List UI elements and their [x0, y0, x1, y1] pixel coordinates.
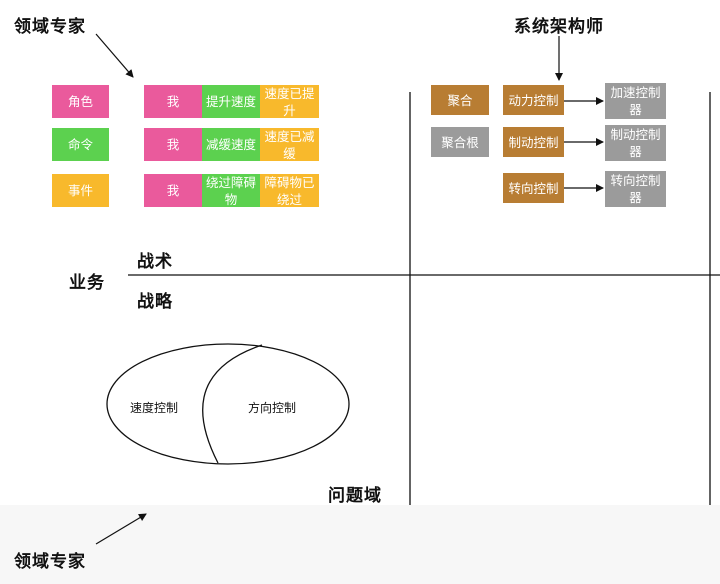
legend-event: 事件 — [52, 174, 109, 207]
aggregate-power-control-label: 动力控制 — [508, 92, 559, 108]
problem-domain-label: 问题域 — [328, 486, 382, 506]
domain-expert-bottom-label: 领域专家 — [14, 552, 86, 572]
domain-expert-top-label: 领域专家 — [14, 17, 86, 37]
aggregate-root-accel-controller-label: 加速控制器 — [610, 85, 661, 117]
event-row-3-event-label: 障碍物已绕过 — [264, 174, 315, 207]
event-row-1-actor: 我 — [144, 85, 202, 118]
aggregate-root-steering-controller-label: 转向控制器 — [610, 173, 661, 205]
subdomain-divider — [202, 344, 263, 464]
event-row-3-command: 绕过障碍物 — [202, 174, 260, 207]
event-row-2-command-label: 减缓速度 — [205, 137, 256, 152]
subdomain-direction-control: 方向控制 — [248, 401, 297, 415]
lower-background — [0, 505, 720, 584]
arrow-domain-expert-bottom — [95, 513, 147, 545]
aggregate-legend-label: 聚合 — [447, 92, 473, 108]
aggregate-steering-control: 转向控制 — [503, 173, 564, 203]
event-row-2-event: 速度已减缓 — [260, 128, 319, 161]
event-row-2-event-label: 速度已减缓 — [264, 128, 315, 161]
aggregate-legend: 聚合 — [431, 85, 489, 115]
business-label: 业务 — [69, 273, 105, 293]
event-row-1-actor-label: 我 — [166, 94, 180, 109]
event-row-1-event-label: 速度已提升 — [264, 85, 315, 118]
aggregate-root-accel-controller: 加速控制器 — [605, 83, 666, 119]
aggregate-root-brake-controller-label: 制动控制器 — [610, 127, 661, 159]
aggregate-steering-control-label: 转向控制 — [508, 180, 559, 196]
arrow-domain-expert-top — [95, 33, 134, 78]
event-row-3-event: 障碍物已绕过 — [260, 174, 319, 207]
legend-event-label: 事件 — [67, 183, 93, 198]
legend-command: 命令 — [52, 128, 109, 161]
aggregate-root-brake-controller: 制动控制器 — [605, 125, 666, 161]
event-row-1-command-label: 提升速度 — [205, 94, 256, 109]
aggregate-root-legend: 聚合根 — [431, 127, 489, 157]
event-row-3-command-label: 绕过障碍物 — [205, 174, 256, 207]
legend-role-label: 角色 — [67, 94, 93, 109]
event-row-2-actor: 我 — [144, 128, 202, 161]
legend-role: 角色 — [52, 85, 109, 118]
strategy-label: 战略 — [137, 292, 173, 312]
subdomain-ellipse — [106, 343, 350, 465]
aggregate-root-legend-label: 聚合根 — [441, 134, 479, 150]
event-row-1-event: 速度已提升 — [260, 85, 319, 118]
event-row-3-actor: 我 — [144, 174, 202, 207]
aggregate-brake-control-label: 制动控制 — [508, 134, 559, 150]
event-row-2-command: 减缓速度 — [202, 128, 260, 161]
aggregate-power-control: 动力控制 — [503, 85, 564, 115]
system-architect-label: 系统架构师 — [514, 17, 604, 37]
aggregate-brake-control: 制动控制 — [503, 127, 564, 157]
event-row-3-actor-label: 我 — [166, 183, 180, 198]
tactics-label: 战术 — [137, 252, 173, 272]
aggregate-root-steering-controller: 转向控制器 — [605, 171, 666, 207]
legend-command-label: 命令 — [67, 137, 93, 152]
subdomain-speed-control: 速度控制 — [130, 401, 179, 415]
event-row-1-command: 提升速度 — [202, 85, 260, 118]
event-row-2-actor-label: 我 — [166, 137, 180, 152]
